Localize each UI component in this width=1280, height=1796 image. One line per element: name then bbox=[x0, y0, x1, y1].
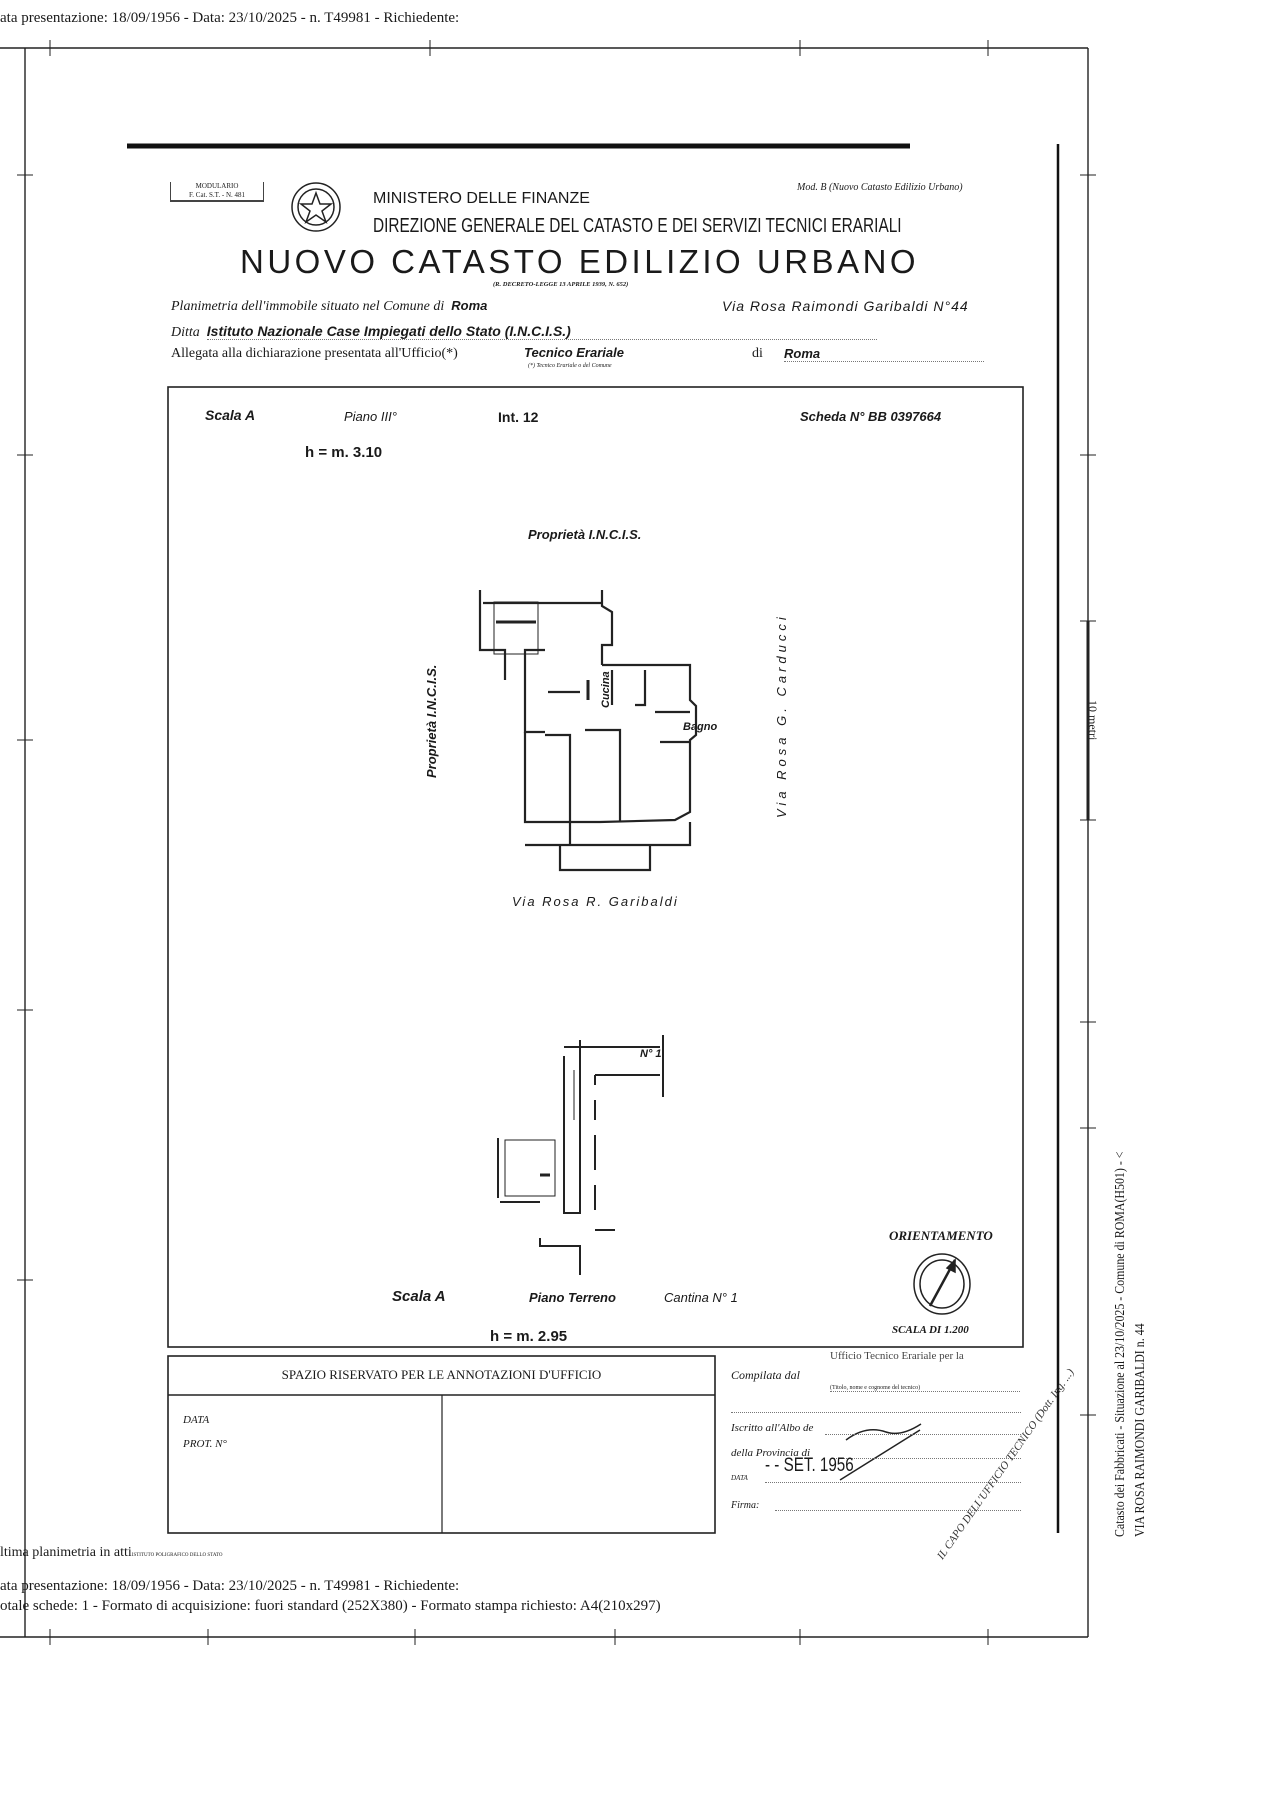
outer-frame bbox=[0, 40, 1096, 1645]
allegata-label: Allegata alla dichiarazione presentata a… bbox=[171, 346, 458, 361]
annotations-header: SPAZIO RISERVATO PER LE ANNOTAZIONI D'UF… bbox=[281, 1367, 602, 1382]
direction-title: DIREZIONE GENERALE DEL CATASTO E DEI SER… bbox=[373, 215, 902, 237]
scale-label: SCALA DI 1.200 bbox=[892, 1324, 969, 1336]
scale-bar-label: 10 metri bbox=[1086, 700, 1100, 741]
planimetria-row: Planimetria dell'immobile situato nel Co… bbox=[171, 298, 488, 314]
mod-b-label: Mod. B (Nuovo Catasto Edilizio Urbano) bbox=[797, 182, 963, 193]
ministry-title: MINISTERO DELLE FINANZE bbox=[373, 190, 590, 207]
firma-label: Firma: bbox=[731, 1500, 760, 1511]
iscritto-label: Iscritto all'Albo de bbox=[731, 1422, 814, 1434]
annotations-data: DATA bbox=[183, 1414, 210, 1426]
di-label: di bbox=[752, 346, 763, 361]
compilata-hint: (Titolo, nome e cognome del tecnico) bbox=[830, 1385, 1020, 1392]
scala-label: Scala A bbox=[205, 407, 256, 423]
piano-label: Piano III° bbox=[344, 409, 397, 424]
compilata-label: Compilata dal bbox=[731, 1368, 801, 1382]
floor-plan-third bbox=[478, 590, 698, 872]
lower-cantina: Cantina N° 1 bbox=[664, 1290, 738, 1305]
footer-line2: otale schede: 1 - Formato di acquisizion… bbox=[0, 1598, 661, 1614]
provincia-label: della Provincia di bbox=[731, 1447, 811, 1459]
north-label: Proprietà I.N.C.I.S. bbox=[528, 527, 642, 542]
footer-last: ltima planimetria in attiISTITUTO POLIGR… bbox=[0, 1545, 223, 1560]
east-label: Via Rosa G. Carducci bbox=[774, 613, 789, 818]
modulario-box: MODULARIO F. Cat. S.T. - N. 481 bbox=[170, 182, 264, 202]
room-bath: Bagno bbox=[683, 721, 718, 733]
ufficio-note: (*) Tecnico Erariale o del Comune bbox=[528, 363, 612, 369]
cantina-number: N° 1 bbox=[640, 1048, 662, 1060]
height-label: h = m. 3.10 bbox=[305, 444, 383, 461]
annotations-prot: PROT. N° bbox=[183, 1438, 227, 1450]
header-line: ata presentazione: 18/09/1956 - Data: 23… bbox=[0, 10, 460, 26]
republic-emblem bbox=[291, 182, 341, 232]
lower-height: h = m. 2.95 bbox=[490, 1328, 568, 1345]
main-title: NUOVO CATASTO EDILIZIO URBANO bbox=[240, 243, 920, 280]
footer-line1: ata presentazione: 18/09/1956 - Data: 23… bbox=[0, 1578, 460, 1594]
di-value: Roma bbox=[784, 346, 984, 362]
south-label: Via Rosa R. Garibaldi bbox=[512, 894, 679, 909]
scheda-label: Scheda N° BB 0397664 bbox=[800, 409, 942, 424]
west-label: Proprietà I.N.C.I.S. bbox=[424, 664, 439, 778]
interno-label: Int. 12 bbox=[498, 409, 539, 425]
side-line2: VIA ROSA RAIMONDI GARIBALDI n. 44 bbox=[1133, 1323, 1148, 1537]
room-kitchen: Cucina bbox=[600, 671, 612, 708]
stamp-top: Ufficio Tecnico Erariale per la bbox=[830, 1350, 964, 1362]
modulario-code: F. Cat. S.T. - N. 481 bbox=[188, 191, 246, 199]
ditta-row: Ditta Istituto Nazionale Case Impiegati … bbox=[171, 323, 877, 341]
date-stamp: - - SET. 1956 bbox=[765, 1455, 854, 1476]
side-line1: Catasto dei Fabbricati - Situazione al 2… bbox=[1113, 1151, 1128, 1537]
drawing-box bbox=[167, 386, 1024, 1348]
lower-scala: Scala A bbox=[392, 1288, 446, 1305]
comune-value: Roma bbox=[451, 298, 488, 313]
ufficio-value: Tecnico Erariale bbox=[524, 345, 624, 360]
decree: (R. DECRETO-LEGGE 13 APRILE 1939, N. 652… bbox=[493, 281, 629, 288]
lower-piano: Piano Terreno bbox=[529, 1290, 616, 1305]
data-label: DATA bbox=[731, 1474, 748, 1482]
compass-icon bbox=[913, 1253, 971, 1315]
ditta-value: Istituto Nazionale Case Impiegati dello … bbox=[206, 323, 877, 340]
address-value: Via Rosa Raimondi Garibaldi N°44 bbox=[722, 298, 969, 314]
modulario-label: MODULARIO bbox=[195, 182, 239, 190]
floor-plan-ground bbox=[497, 1035, 664, 1275]
printer-mark: ISTITUTO POLIGRAFICO DELLO STATO bbox=[131, 1553, 223, 1558]
signature bbox=[839, 1423, 922, 1481]
orientamento-label: ORIENTAMENTO bbox=[889, 1228, 993, 1243]
